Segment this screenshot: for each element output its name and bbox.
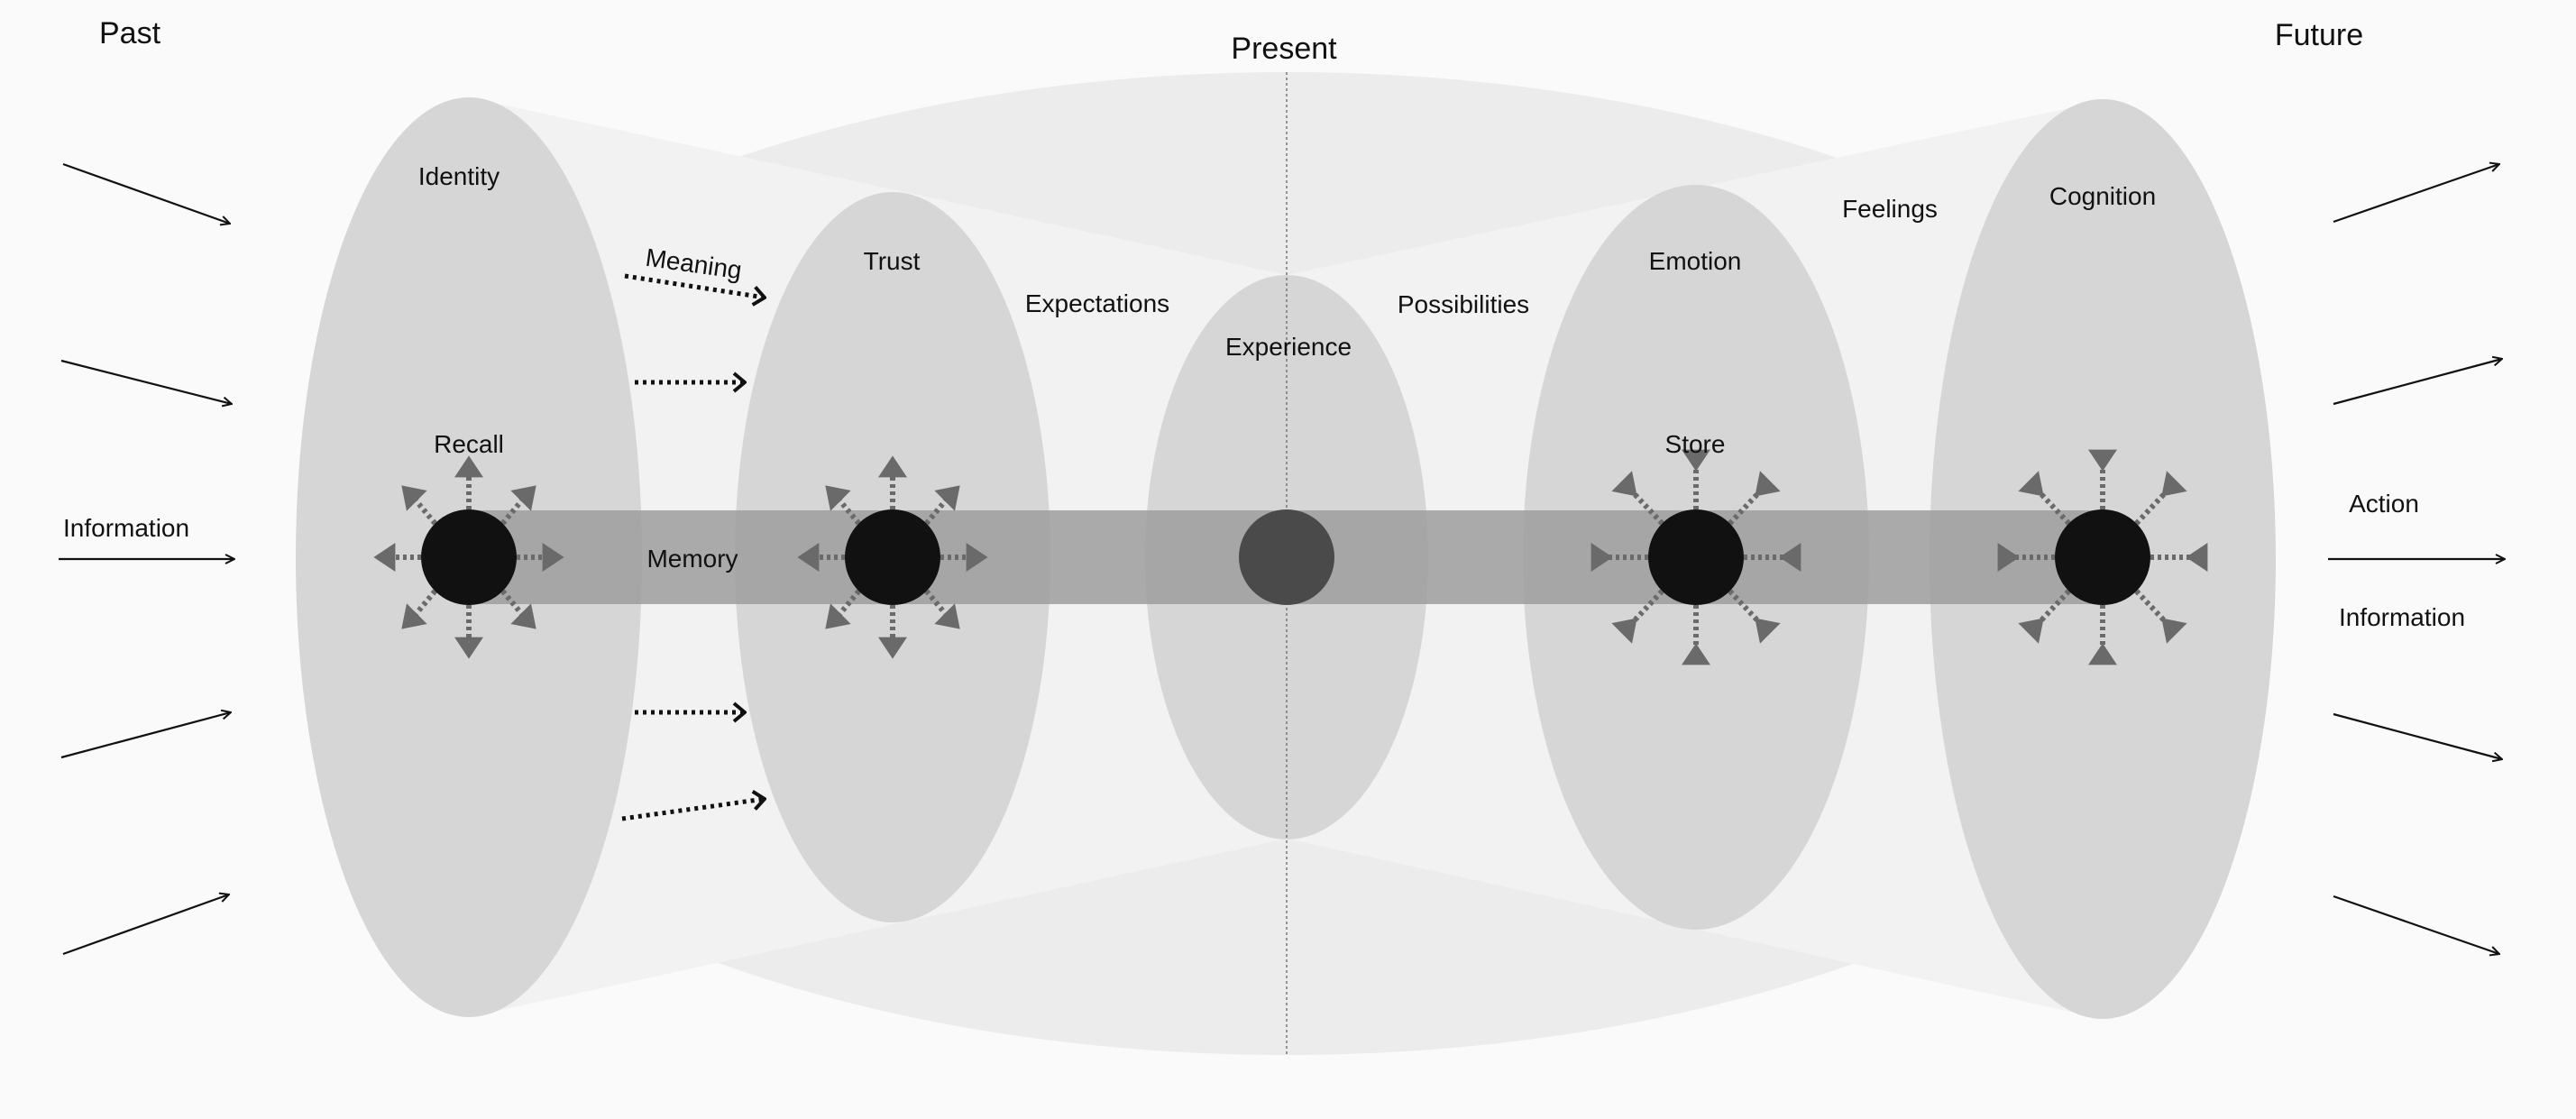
incoming-arrow-5 [62, 894, 229, 956]
outgoing-arrow-4 [2333, 712, 2502, 759]
burst-arrowhead [1682, 643, 1710, 665]
trust-label: Trust [864, 247, 921, 275]
burst-arrowhead [2088, 643, 2117, 665]
experience-label: Experience [1225, 333, 1352, 361]
burst-arrowhead [454, 455, 483, 478]
burst-arrowhead [878, 637, 907, 659]
burst-ray [410, 589, 437, 620]
burst-arrowhead [825, 603, 851, 629]
outgoing-arrow-1 [2333, 164, 2499, 224]
outgoing-arrow-2 [2333, 359, 2502, 406]
burst-ray [410, 494, 437, 526]
burst-arrowhead [1779, 543, 1801, 572]
emotion-label: Emotion [1649, 247, 1742, 275]
cognition-burst [1997, 449, 2208, 665]
present-label: Present [1231, 32, 1337, 66]
recall-node [421, 509, 517, 605]
burst-arrowhead [934, 485, 960, 511]
burst-ray [500, 589, 527, 620]
burst-arrowhead [966, 543, 988, 572]
burst-arrowhead [2018, 471, 2044, 497]
burst-arrowhead [1611, 618, 1637, 644]
expectations-label: Expectations [1025, 289, 1169, 317]
recall-label: Recall [434, 430, 504, 458]
meaning-arrows [621, 273, 765, 821]
feelings-label: Feelings [1842, 195, 1938, 223]
recall-burst [373, 455, 564, 659]
burst-arrowhead [2018, 618, 2044, 644]
burst-arrowhead [542, 543, 564, 572]
burst-arrowhead [2161, 471, 2187, 497]
burst-arrowhead [797, 543, 820, 572]
action-label: Action [2349, 490, 2419, 518]
incoming-arrow-1 [62, 162, 230, 224]
information-out-label: Information [2339, 603, 2465, 631]
possibilities-label: Possibilities [1398, 290, 1529, 318]
burst-arrowhead [1682, 449, 1710, 472]
burst-ray [500, 494, 527, 526]
burst-arrowhead [2088, 449, 2117, 472]
burst-arrowhead [373, 543, 396, 572]
burst-ray [834, 494, 861, 526]
identity-label: Identity [418, 162, 500, 190]
burst-arrowhead [934, 603, 960, 629]
burst-arrowhead [1591, 543, 1613, 572]
trust-node [845, 509, 940, 605]
burst-arrowhead [454, 637, 483, 659]
burst-arrowhead [2186, 543, 2208, 572]
burst-arrowhead [1755, 471, 1781, 497]
incoming-arrow-4 [60, 712, 231, 759]
information-in-label: Information [63, 514, 189, 542]
burst-ray [924, 589, 951, 620]
incoming-arrows [59, 162, 234, 956]
burst-arrowhead [1997, 543, 2020, 572]
outgoing-arrow-5 [2333, 894, 2499, 954]
burst-arrowhead [1755, 618, 1781, 644]
burst-arrowhead [401, 485, 427, 511]
burst-ray [924, 494, 951, 526]
store-node [1648, 509, 1744, 605]
burst-arrowhead [510, 603, 536, 629]
trust-burst [797, 455, 988, 659]
present-node [1239, 509, 1334, 605]
burst-arrowhead [825, 485, 851, 511]
incoming-arrow-2 [60, 359, 232, 404]
future-label: Future [2275, 18, 2363, 52]
cognition-node [2055, 509, 2150, 605]
store-burst [1591, 449, 1801, 665]
cognition-label: Cognition [2049, 182, 2156, 210]
burst-arrowhead [510, 485, 536, 511]
burst-arrowhead [1611, 471, 1637, 497]
burst-arrowhead [2161, 618, 2187, 644]
burst-arrowhead [878, 455, 907, 478]
burst-ray [834, 589, 861, 620]
memory-label: Memory [646, 545, 738, 573]
outgoing-arrows [2328, 164, 2505, 954]
store-label: Store [1665, 430, 1726, 458]
burst-arrowhead [401, 603, 427, 629]
past-label: Past [99, 16, 161, 50]
